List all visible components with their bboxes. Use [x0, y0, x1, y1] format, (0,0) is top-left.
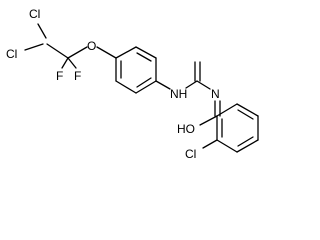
- bond-c-ring2: [216, 103, 238, 117]
- bond-c1-c2: [46, 43, 69, 59]
- atom-cl-top: Cl: [29, 7, 40, 21]
- bond-ring-nh: [155, 80, 171, 90]
- bond-c-oh: [199, 115, 218, 126]
- atom-f-left: F: [56, 69, 63, 83]
- ring1-bond-2-inner: [136, 52, 152, 62]
- bond-nh-carbonyl: [185, 80, 198, 89]
- ring2-bond-4: [216, 139, 238, 153]
- ring1-bond-1: [115, 46, 137, 59]
- atom-f-right: F: [74, 69, 81, 83]
- atom-n: N: [211, 87, 220, 101]
- bond-ring2-cl: [202, 139, 218, 149]
- ring1-bond-4: [135, 80, 157, 94]
- bond-lines: [24, 23, 259, 153]
- ring2-bond-1-inner: [237, 109, 254, 120]
- bond-cl-top-c1: [37, 23, 47, 39]
- atom-labels: Cl Cl F F O NH N HO Cl: [6, 7, 220, 161]
- ring1-bond-5: [115, 80, 137, 94]
- ring2-bond-3-inner: [237, 136, 254, 147]
- ring1-bond-4-inner: [136, 77, 152, 88]
- ring2-bond-1: [236, 103, 259, 117]
- bond-carbonyl-n: [196, 80, 211, 90]
- atom-cl-ring: Cl: [185, 147, 196, 161]
- bond-cl-left-c1: [24, 43, 44, 51]
- bond-c2-f-left: [61, 57, 69, 69]
- ring2-bond-3: [236, 139, 259, 153]
- atom-o-ether: O: [87, 39, 96, 53]
- atom-ho: HO: [177, 122, 195, 136]
- bond-c2-o: [67, 46, 88, 59]
- bond-o-ring: [96, 46, 117, 59]
- molecule-structure: Cl Cl F F O NH N HO Cl: [6, 7, 259, 161]
- atom-nh: NH: [170, 87, 187, 101]
- atom-cl-left: Cl: [6, 47, 17, 61]
- ring1-bond-2: [135, 46, 157, 59]
- bond-c2-f-right: [67, 57, 77, 69]
